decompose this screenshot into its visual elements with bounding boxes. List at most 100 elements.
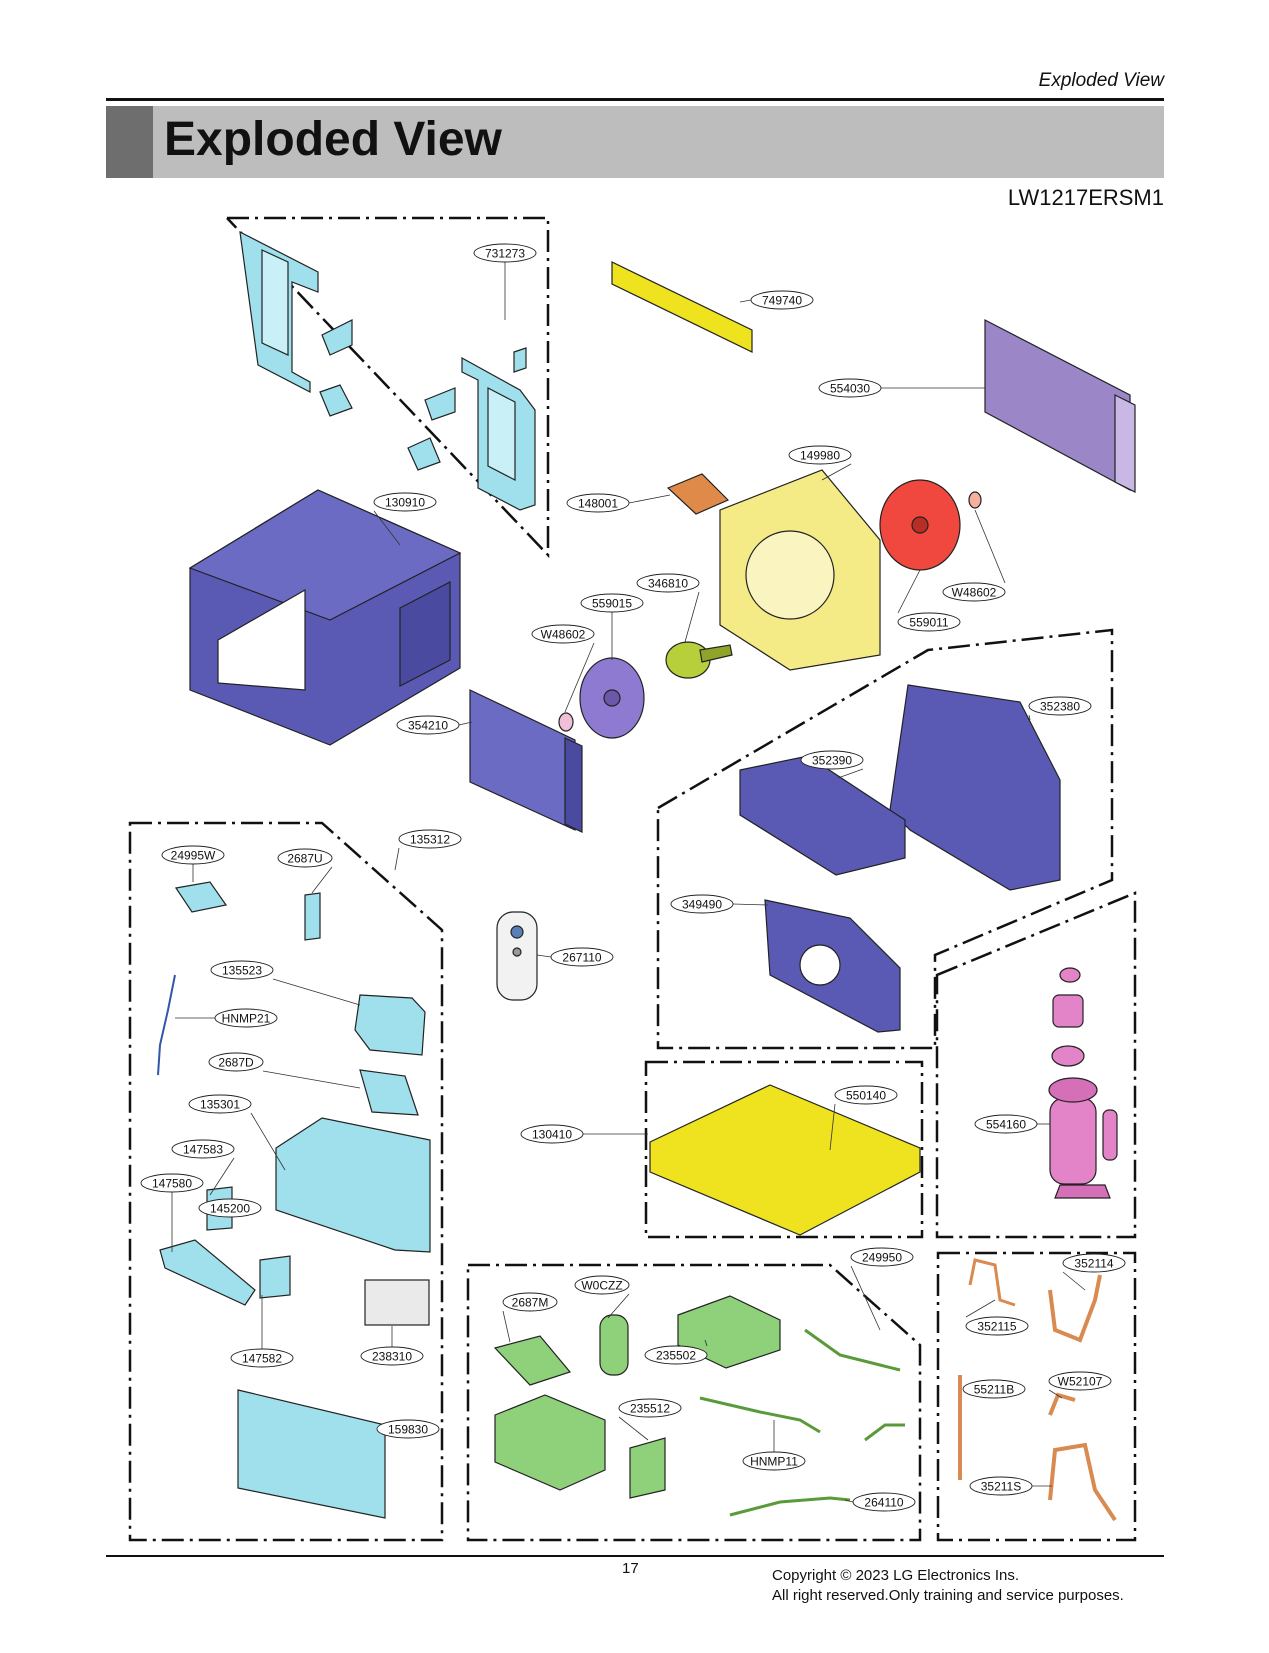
part-number: 130410 — [532, 1128, 572, 1142]
callout-249950: 249950 — [850, 1247, 914, 1331]
part-number: 235512 — [630, 1402, 670, 1416]
callout-346810: 346810 — [636, 573, 700, 643]
callout-bubble — [850, 1247, 914, 1267]
gasket — [666, 473, 730, 515]
part-number: 147583 — [183, 1143, 223, 1157]
part-number: 349490 — [682, 898, 722, 912]
part-number: 135301 — [200, 1098, 240, 1112]
page-number: 17 — [622, 1560, 639, 1577]
bracket-235502 — [677, 1295, 781, 1369]
callout-559011: 559011 — [897, 569, 961, 632]
part-number: 352115 — [977, 1320, 1016, 1334]
part-number: 147582 — [242, 1352, 282, 1366]
group-outline-compressor — [935, 891, 1137, 1239]
leader-line — [829, 1103, 836, 1151]
leader-line — [502, 1310, 511, 1343]
top-channel — [611, 261, 753, 353]
callout-bubble — [670, 894, 734, 914]
leader-line — [618, 1416, 649, 1441]
callout-bubble — [962, 1379, 1026, 1399]
callout-238310: 238310 — [360, 1326, 424, 1366]
callout-bubble — [520, 1124, 584, 1144]
part-number: 55211B — [974, 1383, 1014, 1397]
callout-130410: 130410 — [520, 1124, 648, 1144]
callout-bubble — [376, 1419, 440, 1439]
callout-135523: 135523 — [210, 960, 361, 1006]
compressor — [1048, 1077, 1118, 1199]
callout-bubble — [1028, 696, 1092, 716]
callout-bubble — [618, 1398, 682, 1418]
callout-bubble — [969, 1476, 1033, 1496]
leader-line — [974, 509, 1006, 584]
orifice-hole — [799, 944, 841, 986]
leader-line — [373, 510, 401, 546]
part-number: 352380 — [1040, 700, 1080, 714]
shroud-opening — [745, 530, 835, 620]
part-number: 267110 — [562, 951, 601, 965]
callout-bubble — [852, 1492, 916, 1512]
callout-2687d: 2687D — [208, 1052, 361, 1089]
condenser-coil — [984, 319, 1136, 493]
vane-2 — [259, 1255, 291, 1299]
callout-bubble — [636, 573, 700, 593]
display-board — [304, 892, 321, 941]
part-number: 354210 — [408, 719, 448, 733]
part-number: 24995W — [171, 849, 216, 863]
group-outline-base-pan — [644, 1060, 924, 1239]
harness-264110 — [729, 1496, 851, 1517]
running-header: Exploded View — [1038, 70, 1164, 91]
callout-bubble — [750, 290, 814, 310]
part-number: 147580 — [152, 1177, 192, 1191]
leader-line — [394, 847, 400, 871]
group-outline-control-panel — [128, 821, 444, 1542]
condenser-fan — [879, 479, 961, 571]
callout-352115: 352115 — [965, 1299, 1029, 1336]
leader-line — [897, 569, 921, 614]
part-number: W48602 — [952, 586, 997, 600]
callout-235512: 235512 — [618, 1398, 682, 1441]
callout-147583: 147583 — [171, 1139, 235, 1196]
callout-bubble — [396, 715, 460, 735]
callout-bubble — [198, 1198, 262, 1218]
wifi-module — [174, 881, 228, 913]
callout-159830: 159830 — [376, 1419, 440, 1439]
copyright-line-1: Copyright © 2023 LG Electronics Ins. — [772, 1567, 1020, 1584]
copyright: Copyright © 2023 LG Electronics Ins. All… — [772, 1566, 1124, 1606]
title-tab — [106, 106, 153, 178]
callout-bubble — [1048, 1371, 1112, 1391]
callout-352390: 352390 — [800, 750, 864, 779]
callout-bubble — [580, 593, 644, 613]
part-number: 264110 — [864, 1496, 903, 1510]
callout-bubble — [788, 445, 852, 465]
air-guide — [739, 755, 906, 876]
bracket-1 — [321, 319, 353, 356]
bracket-3 — [424, 387, 456, 421]
leader-line — [850, 1265, 881, 1331]
part-number: 135523 — [222, 964, 262, 978]
clamp-right — [968, 491, 982, 509]
part-number: 238310 — [372, 1350, 412, 1364]
part-number: 731273 — [485, 247, 525, 261]
callout-24995w: 24995W — [161, 845, 225, 882]
leader-line — [564, 642, 595, 713]
leader-line — [250, 1112, 286, 1171]
bracket-5 — [513, 347, 527, 373]
part-number: 145200 — [210, 1202, 250, 1216]
part-number: 235502 — [656, 1349, 696, 1363]
part-number: 554160 — [986, 1118, 1026, 1132]
callout-267110: 267110 — [536, 947, 614, 967]
callout-w48602: W48602 — [531, 624, 595, 713]
callout-bubble — [140, 1173, 204, 1193]
group-outline-rear-grille — [226, 216, 550, 559]
callout-352380: 352380 — [1028, 696, 1092, 721]
callout-hnmp11: HNMP11 — [742, 1420, 806, 1471]
side-frame-left — [239, 230, 319, 393]
air-filter — [237, 1389, 386, 1519]
pcb-2687m — [493, 1335, 572, 1386]
part-number: 2687D — [218, 1056, 254, 1070]
blower-wheel — [579, 657, 645, 739]
callout-bubble — [818, 378, 882, 398]
callout-bubble — [942, 582, 1006, 602]
part-number: 346810 — [648, 577, 688, 591]
